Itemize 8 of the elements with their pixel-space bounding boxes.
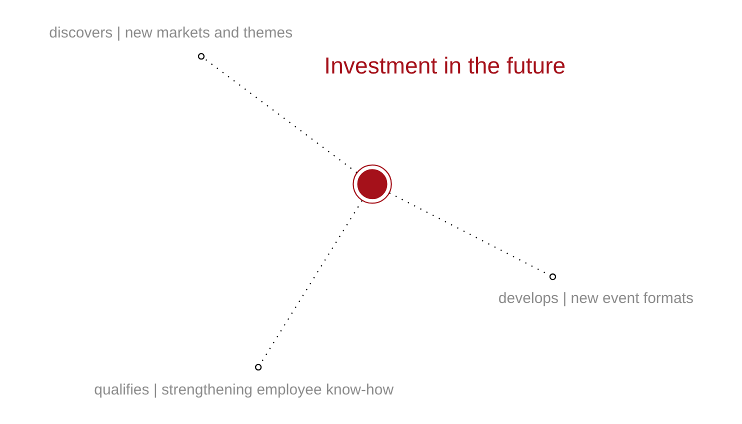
node-text: discovers | new markets and themes	[49, 24, 293, 42]
connector	[198, 52, 358, 174]
node-text: develops | new event formats	[498, 290, 694, 307]
node-text: qualifies | strengthening employee know-how	[94, 381, 394, 398]
connector	[389, 192, 556, 280]
label: Investment in the future	[324, 52, 566, 79]
connector	[254, 200, 362, 371]
node-circle	[352, 164, 392, 204]
